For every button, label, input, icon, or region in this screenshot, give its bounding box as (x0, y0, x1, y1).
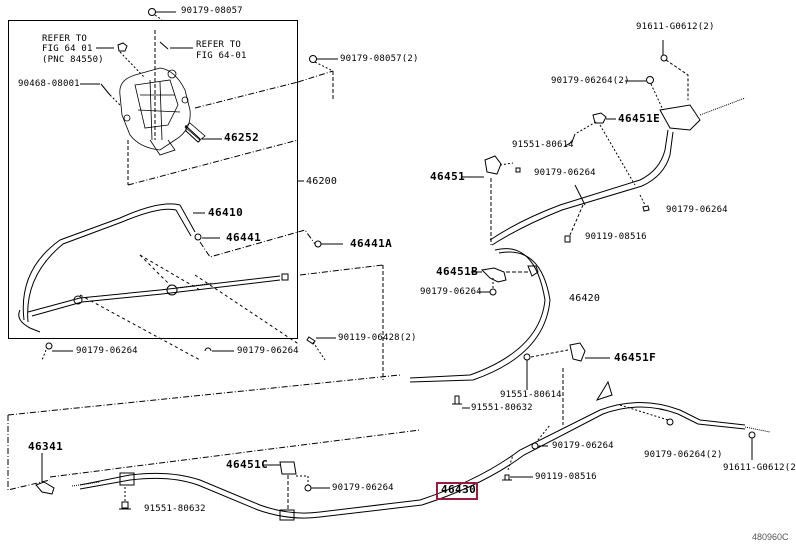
label-90179-06264-box-mid: 90179-06264 (237, 346, 299, 356)
rear-cable-46420-drawing (409, 97, 746, 383)
label-46451f[interactable]: 46451F (614, 351, 657, 364)
clamp-46451c-drawing (279, 461, 297, 475)
label-90179-06264-right: 90179-06264 (666, 205, 728, 215)
pedal-assembly-box (8, 20, 298, 339)
refer-note-2-line2: FIG 64-01 (196, 51, 247, 61)
clamp-46451-drawing (484, 155, 502, 175)
label-46410[interactable]: 46410 (208, 206, 244, 219)
label-46252[interactable]: 46252 (224, 131, 260, 144)
pedal-pad (184, 122, 206, 141)
label-90179-08057: 90179-08057 (181, 6, 243, 16)
label-91611-g0612-bottom: 91611-G0612(2) (723, 463, 796, 473)
clamp-46451f-drawing (569, 342, 586, 362)
label-91551-80632-bottom: 91551-80632 (144, 504, 206, 514)
label-46441[interactable]: 46441 (226, 231, 262, 244)
label-90179-06264-2-top: 90179-06264(2) (551, 76, 630, 86)
refer-note-2-line1: REFER TO (196, 40, 241, 50)
clamp-46451b-drawing (480, 267, 507, 283)
part-46252-drawing (185, 124, 201, 143)
label-90468-08001: 90468-08001 (18, 79, 80, 89)
refer-note-1-line1: REFER TO (42, 34, 87, 44)
figure-id: 480960C (752, 532, 789, 542)
label-90179-06264-box-left: 90179-06264 (76, 346, 138, 356)
label-90179-06264-46451f: 90179-06264 (552, 441, 614, 451)
label-90119-06428: 90119-06428(2) (338, 333, 417, 343)
label-90179-08057-2: 90179-08057(2) (340, 54, 419, 64)
label-91551-80632-mid: 91551-80632 (471, 403, 533, 413)
label-90179-06264-46451b: 90179-06264 (420, 287, 482, 297)
label-46341[interactable]: 46341 (28, 440, 64, 453)
front-cable-46410-drawing (18, 203, 289, 333)
label-46441a[interactable]: 46441A (350, 237, 393, 250)
refer-note-1-line3: (PNC 84550) (42, 55, 104, 65)
bracket-46341-drawing (35, 481, 55, 495)
label-46451[interactable]: 46451 (430, 170, 466, 183)
label-46420[interactable]: 46420 (569, 293, 601, 304)
refer-note-1-line2: FIG 64 01 (42, 44, 93, 54)
label-46451c[interactable]: 46451C (226, 458, 269, 471)
rear-cable-46430-drawing (71, 380, 771, 521)
label-90119-08516-bottom: 90119-08516 (535, 472, 597, 482)
label-91551-80614-bottom: 91551-80614 (500, 390, 562, 400)
highlighted-part-box (436, 482, 478, 500)
label-90179-06264-46451c: 90179-06264 (332, 483, 394, 493)
parking-brake-pedal-drawing (119, 67, 206, 156)
label-46451b[interactable]: 46451B (436, 265, 479, 278)
label-90179-06264-2-bottom: 90179-06264(2) (644, 450, 723, 460)
label-91611-g0612-top: 91611-G0612(2) (636, 22, 715, 32)
label-46451e[interactable]: 46451E (618, 112, 661, 125)
label-90179-06264-mid: 90179-06264 (534, 168, 596, 178)
label-46200[interactable]: 46200 (306, 176, 338, 187)
label-90119-08516-top: 90119-08516 (585, 232, 647, 242)
label-46430-highlighted[interactable]: 46430 (441, 483, 477, 496)
label-91551-80614-top: 91551-80614 (512, 140, 574, 150)
